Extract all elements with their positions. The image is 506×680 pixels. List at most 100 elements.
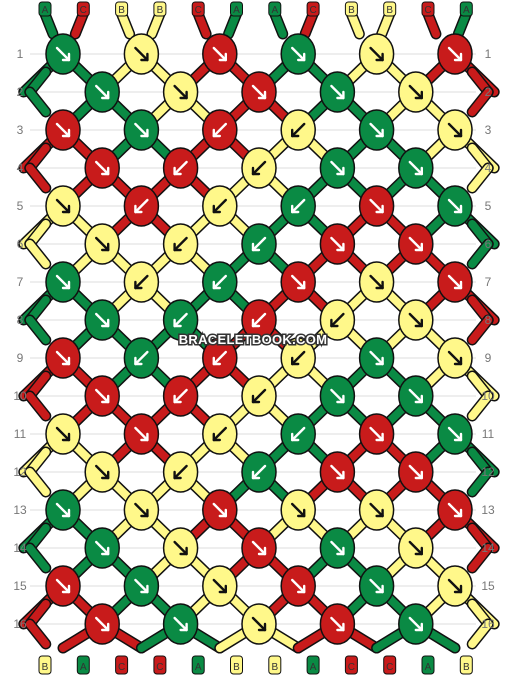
thread-segment <box>25 316 50 344</box>
knot <box>84 147 120 189</box>
thread-segment <box>25 88 50 116</box>
knot <box>358 33 395 75</box>
row-label-right: 4 <box>485 161 492 175</box>
arrow-down-right-icon <box>447 426 463 442</box>
arrow-head <box>375 432 384 442</box>
arrow-down-right-icon <box>291 578 306 594</box>
knot <box>280 565 316 607</box>
arrow-down-right-icon <box>330 160 345 176</box>
thread-segment <box>41 10 57 38</box>
arrow-down-right-icon <box>55 122 71 138</box>
knot <box>398 375 434 417</box>
knot <box>202 109 238 151</box>
arrow-head <box>336 546 345 556</box>
arrow-down-right-icon <box>408 464 423 480</box>
bottom-strand-label: C <box>156 662 163 673</box>
knot <box>45 565 81 607</box>
bottom-strand-cap <box>268 655 282 675</box>
knot <box>45 261 81 303</box>
knot <box>123 489 160 531</box>
arrow-head <box>100 546 110 556</box>
top-strand-cap <box>459 1 473 17</box>
arrow-down-right-icon <box>173 540 188 556</box>
knot <box>123 565 160 607</box>
arrow-head <box>61 584 71 594</box>
arrow-down-right-icon <box>369 426 384 442</box>
arrow-down-right-icon <box>173 616 188 632</box>
row-label-right: 1 <box>485 47 492 61</box>
arrow-down-right-icon <box>369 122 384 138</box>
arrow-head <box>291 128 300 138</box>
arrow-down-right-icon <box>408 616 423 632</box>
top-strand-label: B <box>348 5 355 16</box>
arrow-head <box>173 166 182 176</box>
row-label-right: 7 <box>485 275 492 289</box>
knot <box>123 261 160 303</box>
knot <box>241 375 277 417</box>
arrow-down-right-icon <box>369 46 384 62</box>
knot <box>319 375 356 417</box>
top-strand-cap <box>38 1 52 17</box>
knot <box>319 299 356 341</box>
arrow-down-right-icon <box>134 46 149 62</box>
bottom-strand-label: A <box>195 662 202 673</box>
arrow-head <box>173 318 182 328</box>
knot <box>123 109 160 151</box>
knot <box>398 223 434 265</box>
arrow-head <box>218 508 228 518</box>
knot <box>84 299 120 341</box>
knot <box>437 33 473 75</box>
top-strand-cap <box>153 1 167 17</box>
arrow-head <box>251 318 261 328</box>
thread-segment <box>347 10 364 38</box>
knot <box>202 413 238 455</box>
bottom-strand-cap <box>459 655 473 675</box>
row-label-left: 1 <box>17 47 24 61</box>
arrow-down-left-icon <box>173 388 188 404</box>
arrow-down-right-icon <box>369 198 384 214</box>
arrow-down-left-icon <box>330 312 345 328</box>
arrow-head <box>134 204 143 214</box>
knot <box>241 451 277 493</box>
arrow-down-left-icon <box>291 198 306 214</box>
top-strand-label: B <box>118 5 125 16</box>
knot <box>202 33 238 75</box>
top-strand-label: A <box>42 5 49 16</box>
arrow-head <box>134 356 143 366</box>
arrow-down-left-icon <box>134 350 149 366</box>
arrow-head <box>61 128 71 138</box>
arrow-head <box>61 204 71 214</box>
arrow-head <box>100 318 110 328</box>
top-strand-label: B <box>157 5 164 16</box>
arrow-head <box>257 546 267 556</box>
bottom-strand-cap <box>421 655 435 675</box>
row-label-left: 12 <box>13 465 27 479</box>
knot <box>123 185 160 227</box>
arrow-head <box>414 470 423 480</box>
arrow-head <box>212 204 222 214</box>
arrow-head <box>212 432 222 442</box>
bottom-strand-label: A <box>80 662 87 673</box>
knot <box>398 451 434 493</box>
arrow-down-right-icon <box>94 160 110 176</box>
knot <box>162 451 199 493</box>
arrow-down-right-icon <box>447 502 463 518</box>
arrow-down-right-icon <box>330 464 345 480</box>
knot <box>241 223 277 265</box>
arrow-down-left-icon <box>212 122 228 138</box>
arrow-down-left-icon <box>173 236 188 252</box>
arrow-down-right-icon <box>134 502 149 518</box>
knot <box>162 71 199 113</box>
knot <box>280 33 316 75</box>
knot <box>358 261 395 303</box>
bottom-strand-cap <box>191 655 205 675</box>
arrow-down-right-icon <box>55 46 71 62</box>
knot <box>437 565 473 607</box>
top-strand-label: C <box>195 5 202 16</box>
row-label-right: 16 <box>481 617 495 631</box>
arrow-head <box>100 470 110 480</box>
knot <box>280 109 316 151</box>
arrow-head <box>218 52 228 62</box>
